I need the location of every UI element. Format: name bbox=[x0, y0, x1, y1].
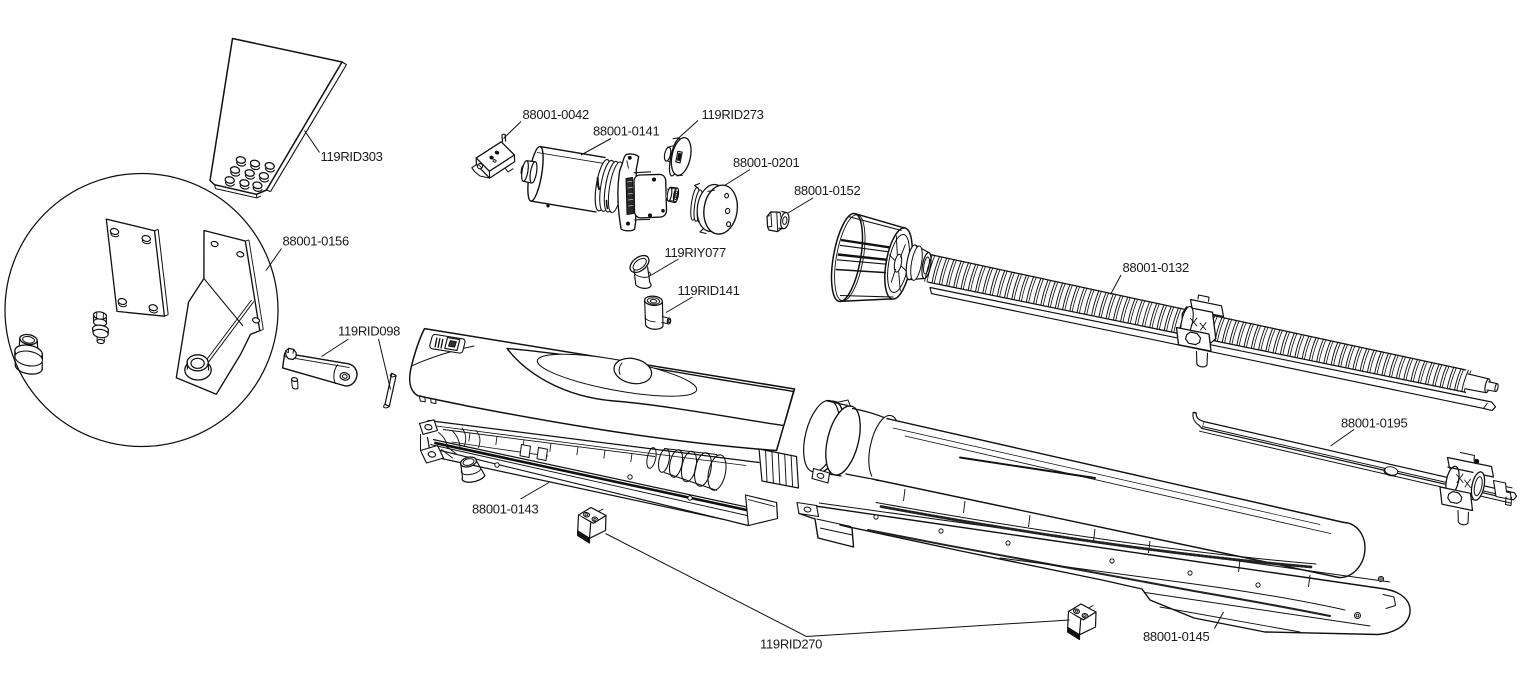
svg-text:119RID098: 119RID098 bbox=[338, 324, 400, 339]
svg-text:88001-0042: 88001-0042 bbox=[523, 107, 589, 122]
svg-text:88001-0143: 88001-0143 bbox=[472, 502, 538, 517]
svg-text:88001-0141: 88001-0141 bbox=[593, 124, 659, 139]
svg-text:88001-0145: 88001-0145 bbox=[1143, 629, 1209, 644]
svg-text:88001-0156: 88001-0156 bbox=[283, 234, 349, 249]
svg-text:119RID141: 119RID141 bbox=[678, 283, 740, 298]
svg-text:88001-0152: 88001-0152 bbox=[794, 183, 860, 198]
svg-text:119RID273: 119RID273 bbox=[702, 107, 764, 122]
svg-text:88001-0195: 88001-0195 bbox=[1341, 416, 1407, 431]
svg-text:88001-0201: 88001-0201 bbox=[733, 155, 799, 170]
svg-text:119RIY077: 119RIY077 bbox=[665, 245, 726, 260]
svg-text:119RID303: 119RID303 bbox=[321, 149, 383, 164]
svg-text:88001-0132: 88001-0132 bbox=[1123, 260, 1189, 275]
svg-text:119RID270: 119RID270 bbox=[760, 637, 822, 652]
